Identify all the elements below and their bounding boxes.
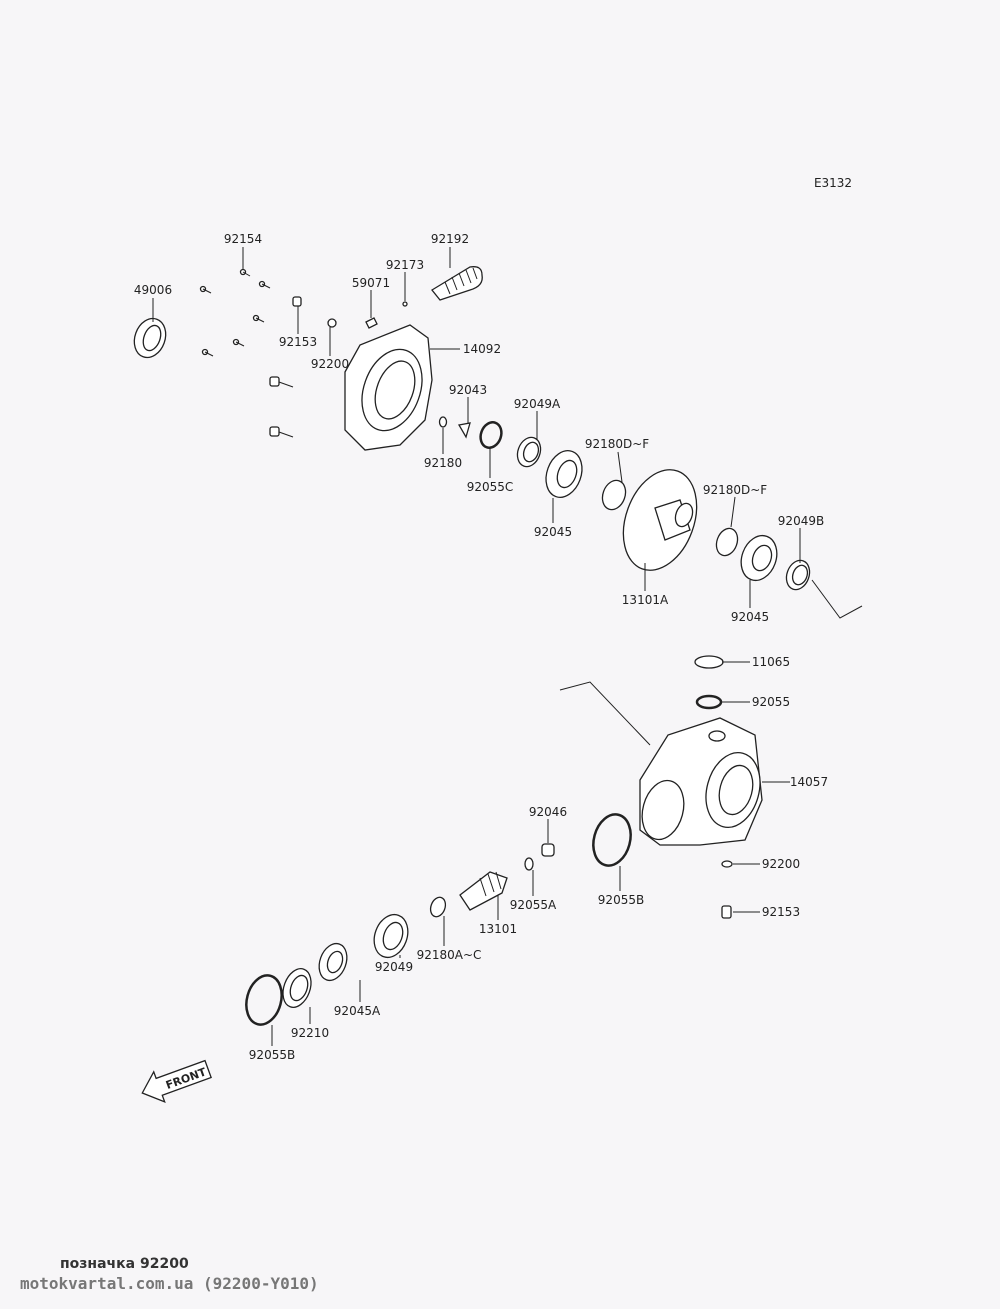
part-11065 [694,655,724,669]
leader-lines [152,247,801,1046]
part-13101A-gear [622,469,698,571]
label-92200-2: 92200 [762,857,800,871]
label-92049B: 92049B [778,514,824,528]
part-92055C [479,421,503,449]
part-92049A [516,436,542,468]
footer-caption: позначка 92200 [60,1256,189,1272]
part-92180D-F [601,479,627,511]
label-13101A: 13101A [622,593,669,607]
part-13101-pinion [459,871,508,911]
label-59071: 59071 [352,276,390,290]
label-92192: 92192 [431,232,469,246]
part-14057-housing [639,717,763,846]
label-92210: 92210 [291,1026,329,1040]
label-92055B-2: 92055B [249,1048,295,1062]
label-92180D-F-2: 92180D~F [703,483,767,497]
label-92045A: 92045A [334,1004,381,1018]
part-92045A-bearing [318,942,348,982]
axis-line-upper [811,579,863,619]
label-14057: 14057 [790,775,828,789]
part-92153-lower [721,905,732,919]
label-92045: 92045 [534,525,572,539]
part-92049-seal [373,913,409,959]
label-13101: 13101 [479,922,517,936]
label-11065: 11065 [752,655,790,669]
part-92192-boot [431,266,483,301]
label-92045-2: 92045 [731,610,769,624]
part-92055B-right [592,813,632,867]
label-49006: 49006 [134,283,172,297]
part-92055A [524,857,534,871]
label-92049A: 92049A [514,397,561,411]
diagram-code: E3132 [814,176,852,190]
part-92200-lower [721,860,733,868]
label-14092: 14092 [463,342,501,356]
part-92045-right [740,534,778,582]
part-92180 [438,416,448,428]
bolts [199,268,408,438]
label-92173: 92173 [386,258,424,272]
label-92154: 92154 [224,232,262,246]
label-92180A-C: 92180A~C [417,948,482,962]
label-92046: 92046 [529,805,567,819]
label-92049: 92049 [375,960,413,974]
part-92180D-F-2 [715,527,739,557]
part-92210 [282,968,312,1008]
axis-line-lower [559,681,651,746]
part-92043 [457,422,471,439]
label-92200: 92200 [311,357,349,371]
label-92153-2: 92153 [762,905,800,919]
label-92153: 92153 [279,335,317,349]
label-92055C: 92055C [467,480,514,494]
label-92180D-F: 92180D~F [585,437,649,451]
part-92180A-C [429,896,447,918]
part-92045-upper [545,450,583,498]
part-49006 [133,317,167,359]
footer-source: motokvartal.com.ua (92200-Y010) [20,1274,319,1293]
part-92055 [695,694,723,710]
label-92180: 92180 [424,456,462,470]
part-14092-cover [344,324,433,451]
label-92043: 92043 [449,383,487,397]
front-arrow-icon: FRONT [141,1059,212,1104]
label-92055B: 92055B [598,893,644,907]
label-92055: 92055 [752,695,790,709]
part-92049B [785,559,811,591]
part-92046 [541,843,555,857]
label-92055A: 92055A [510,898,557,912]
part-92055B-left [245,974,283,1026]
